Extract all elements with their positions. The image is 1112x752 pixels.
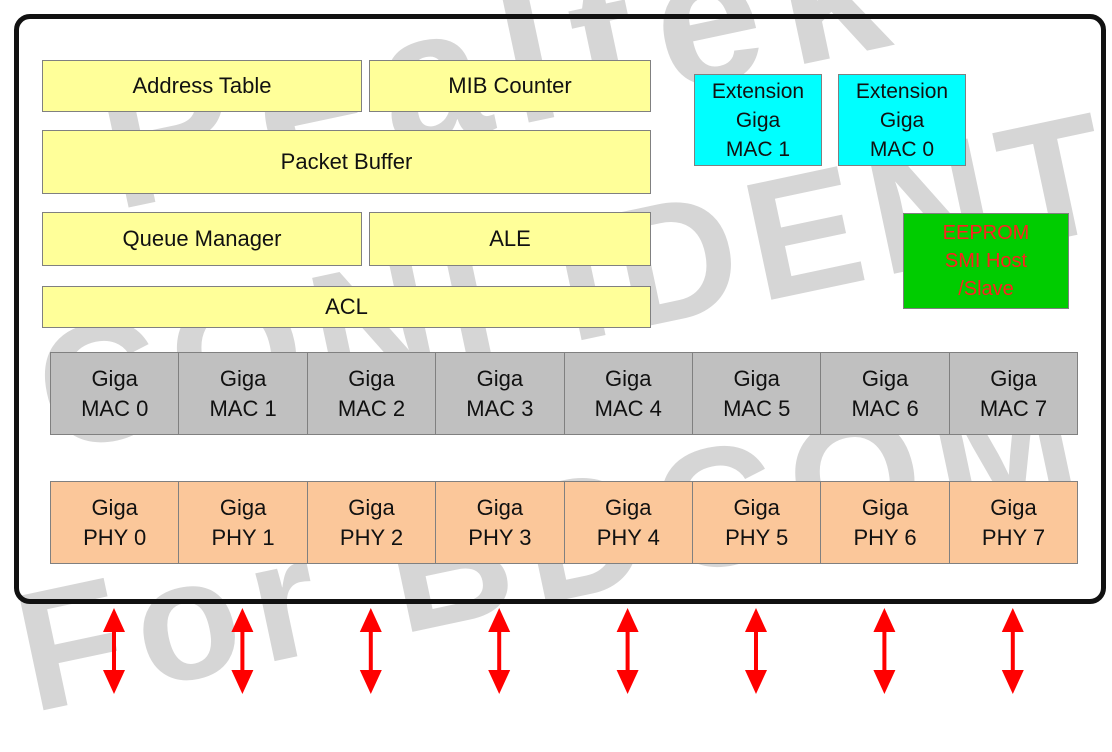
- giga-mac-type-label: Giga: [861, 365, 909, 391]
- extension-mac-1-block: Extension Giga MAC 1: [694, 74, 822, 166]
- extension-mac-0-block: Extension Giga MAC 0: [838, 74, 966, 166]
- giga-mac-id-label: MAC 0: [81, 395, 149, 421]
- chip-outline: [14, 14, 1106, 604]
- bidirectional-arrow-icon: [488, 608, 511, 694]
- port-arrows: [103, 608, 1024, 694]
- giga-phy-type-label: Giga: [219, 494, 267, 520]
- giga-mac-id-label: MAC 6: [851, 395, 919, 421]
- giga-phy-id-label: PHY 1: [211, 524, 275, 550]
- giga-phy-id-label: PHY 2: [339, 524, 404, 550]
- extension-label: Extension: [711, 79, 805, 103]
- giga-mac-type-label: Giga: [733, 365, 780, 391]
- giga-phy-type-label: Giga: [733, 494, 780, 520]
- giga-mac-type-label: Giga: [348, 365, 395, 391]
- giga-mac-id-label: MAC 1: [209, 395, 277, 421]
- giga-phy-type-label: Giga: [476, 494, 524, 520]
- queue-manager-block: Queue Manager: [42, 212, 362, 266]
- giga-mac-id-label: MAC 5: [723, 395, 791, 421]
- giga-mac-type-label: Giga: [219, 365, 267, 391]
- bidirectional-arrow-icon: [873, 608, 896, 694]
- smi-host-label: SMI Host: [944, 250, 1028, 272]
- eeprom-label: EEPROM: [942, 222, 1030, 244]
- giga-mac-id-label: MAC 4: [594, 395, 662, 421]
- giga-mac-type-label: Giga: [605, 365, 652, 391]
- giga-phy-id-label: PHY 5: [725, 524, 789, 550]
- giga-mac-type-label: Giga: [91, 365, 138, 391]
- giga-mac-id-label: MAC 2: [337, 395, 406, 421]
- giga-phy-type-label: Giga: [91, 494, 138, 520]
- bidirectional-arrow-icon: [745, 608, 767, 694]
- eeprom-smi-block: EEPROM SMI Host /Slave: [903, 213, 1069, 309]
- extension-type: Giga: [735, 108, 781, 132]
- giga-mac-id-label: MAC 7: [979, 395, 1048, 421]
- bidirectional-arrow-icon: [359, 608, 382, 694]
- bidirectional-arrow-icon: [616, 608, 639, 694]
- giga-mac-type-label: Giga: [476, 365, 524, 391]
- extension-label: Extension: [855, 79, 949, 103]
- packet-buffer-block: Packet Buffer: [42, 130, 651, 194]
- giga-mac-type-label: Giga: [990, 365, 1037, 391]
- giga-phy-id-label: PHY 7: [981, 524, 1046, 550]
- giga-mac-id-label: MAC 3: [466, 395, 534, 421]
- extension-id: MAC 1: [725, 137, 791, 161]
- giga-phy-type-label: Giga: [861, 494, 909, 520]
- giga-phy-id-label: PHY 0: [83, 524, 147, 550]
- extension-id: MAC 0: [869, 137, 935, 161]
- ale-block: ALE: [369, 212, 651, 266]
- slave-label: /Slave: [958, 278, 1014, 300]
- giga-phy-id-label: PHY 6: [853, 524, 917, 550]
- extension-type: Giga: [879, 108, 925, 132]
- bidirectional-arrow-icon: [231, 608, 254, 694]
- giga-phy-id-label: PHY 3: [468, 524, 532, 550]
- address-table-block: Address Table: [42, 60, 362, 112]
- giga-phy-type-label: Giga: [990, 494, 1037, 520]
- bidirectional-arrow-icon: [103, 608, 125, 694]
- mib-counter-block: MIB Counter: [369, 60, 651, 112]
- acl-block: ACL: [42, 286, 651, 328]
- giga-phy-id-label: PHY 4: [596, 524, 660, 550]
- bidirectional-arrow-icon: [1001, 608, 1024, 694]
- giga-phy-type-label: Giga: [348, 494, 395, 520]
- giga-phy-type-label: Giga: [605, 494, 652, 520]
